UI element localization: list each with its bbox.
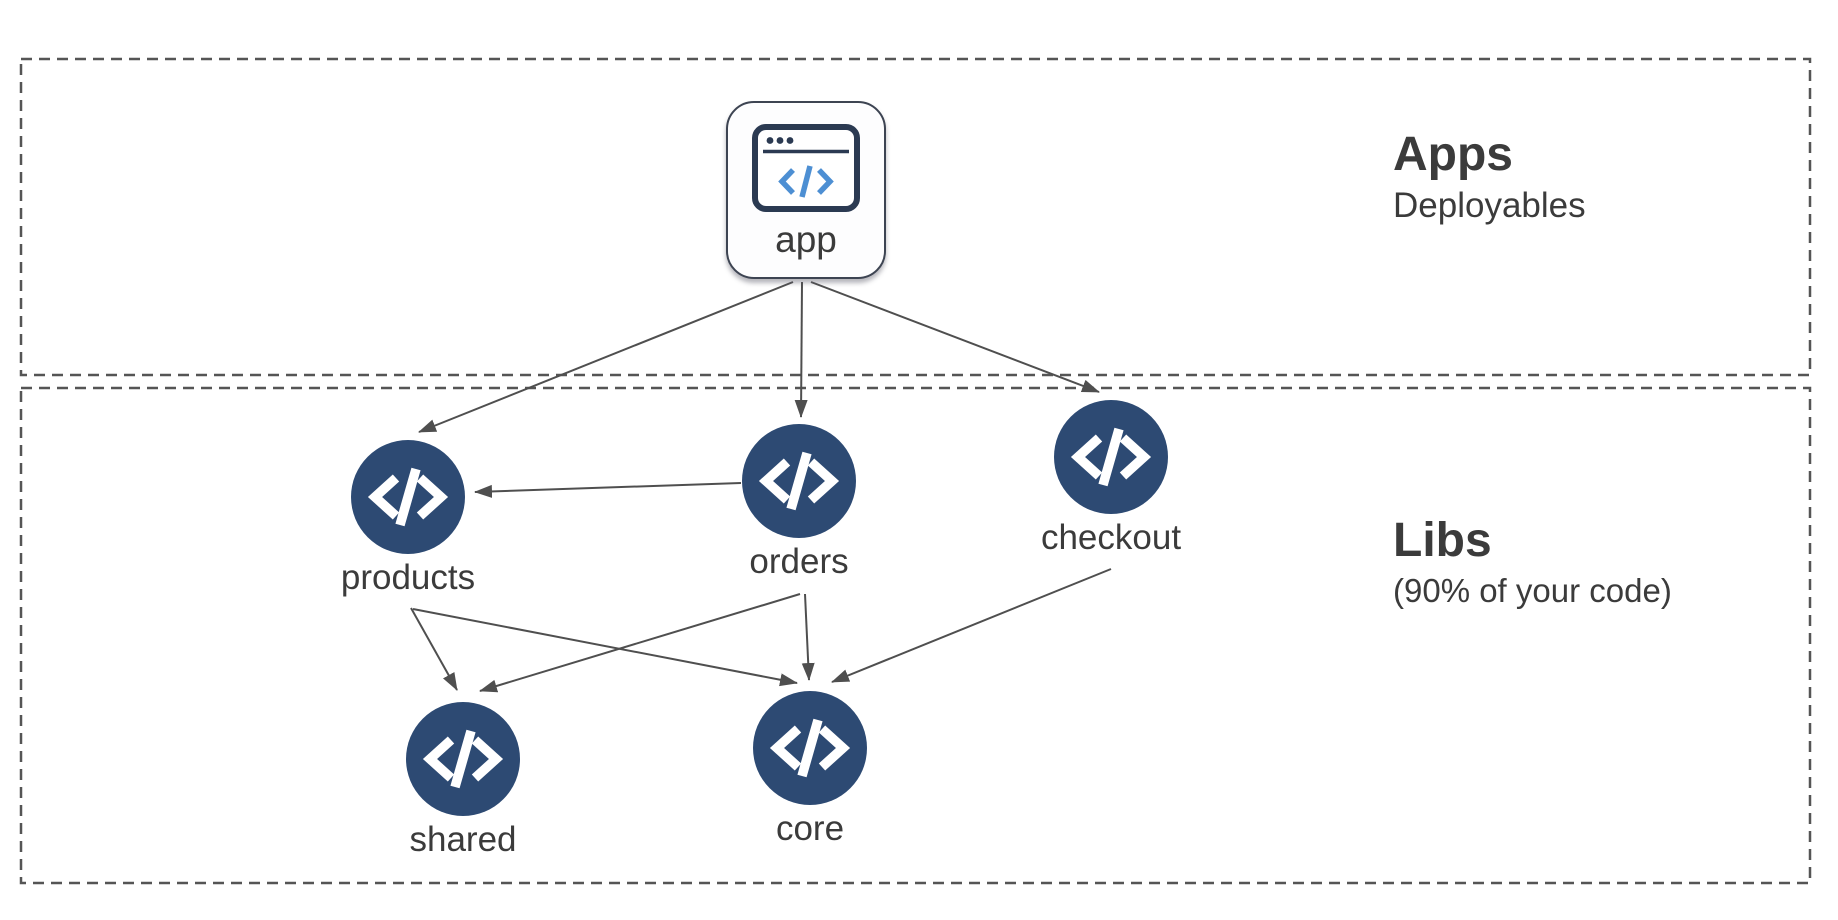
node-shared: shared <box>383 702 543 860</box>
node-products: products <box>328 440 488 598</box>
node-label-orders: orders <box>749 542 849 581</box>
apps-region-label: Apps Deployables <box>1393 126 1586 227</box>
edge-checkout-to-core <box>831 568 1112 683</box>
edge-orders-to-shared <box>479 593 801 693</box>
edge-products-to-shared <box>410 607 458 691</box>
code-icon <box>406 702 520 816</box>
edge-app-to-checkout <box>810 281 1100 393</box>
browser-code-icon <box>752 124 860 212</box>
libs-region-subtitle: (90% of your code) <box>1393 571 1672 609</box>
node-label-app: app <box>775 219 837 260</box>
edge-products-to-core <box>412 608 798 687</box>
libs-region-title: Libs <box>1393 514 1492 567</box>
apps-region-title: Apps <box>1393 128 1513 181</box>
edge-orders-to-products <box>474 482 742 498</box>
code-icon <box>351 440 465 554</box>
node-app: app <box>726 101 886 279</box>
apps-region-border <box>19 57 1812 377</box>
libs-region-border <box>19 386 1812 885</box>
code-icon <box>1054 400 1168 514</box>
libs-region-label: Libs (90% of your code) <box>1393 512 1672 611</box>
node-checkout: checkout <box>1031 400 1191 558</box>
node-label-checkout: checkout <box>1040 518 1182 557</box>
edge-app-to-products <box>418 281 794 433</box>
code-icon <box>753 691 867 805</box>
node-label-products: products <box>340 558 476 597</box>
code-icon <box>742 424 856 538</box>
node-orders: orders <box>719 424 879 582</box>
node-label-shared: shared <box>409 820 517 859</box>
node-label-core: core <box>775 809 845 848</box>
edge-orders-to-core <box>801 593 815 681</box>
apps-region-subtitle: Deployables <box>1393 185 1586 225</box>
edge-app-to-orders <box>794 281 808 418</box>
node-core: core <box>730 691 890 849</box>
